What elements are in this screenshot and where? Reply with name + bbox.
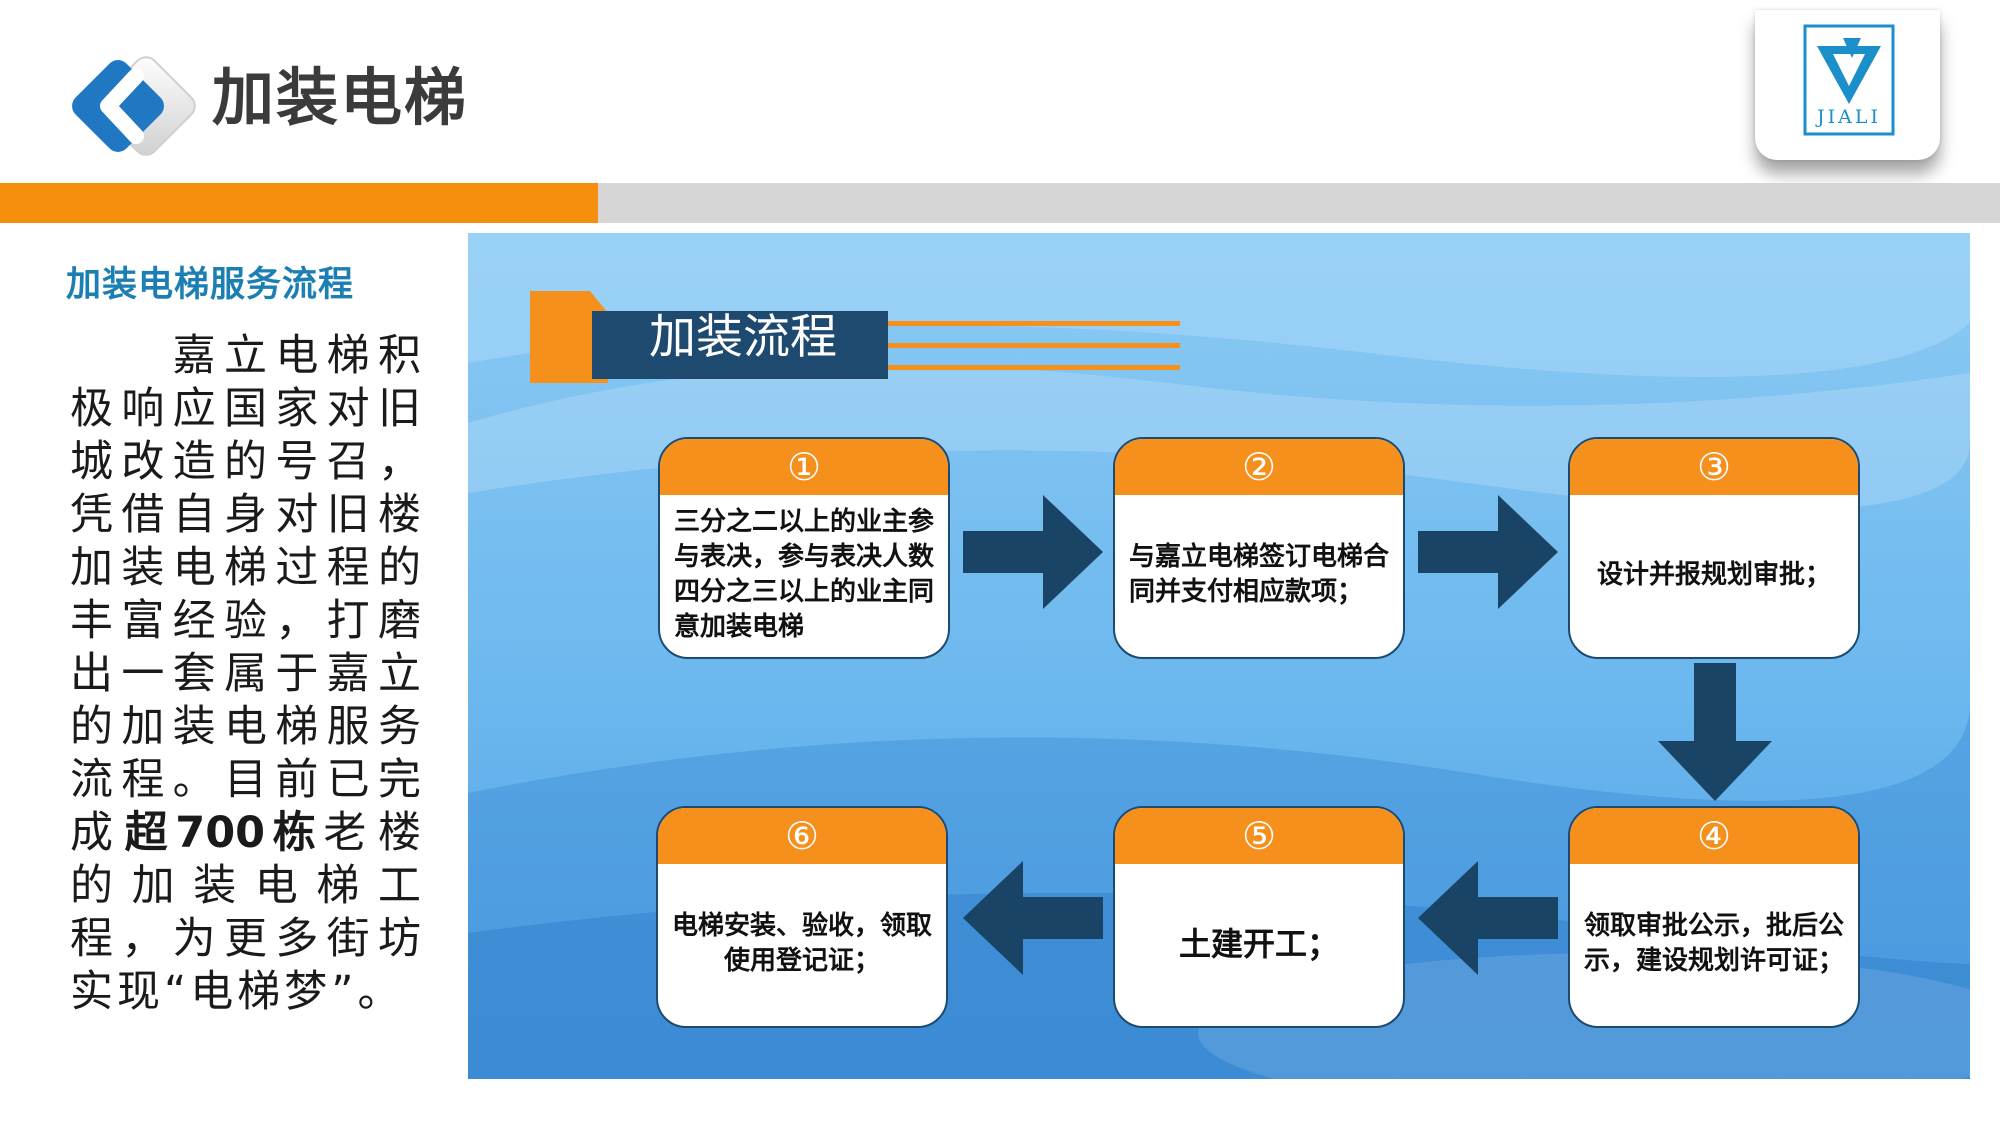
- step-2-text: 与嘉立电梯签订电梯合同并支付相应款项；: [1129, 542, 1390, 607]
- jiali-logo-icon: [1803, 24, 1895, 136]
- process-diagram: 加装流程 ① 三分之二以上的业主参与表决，参与表决人数四分之三以上的业主同意加装…: [468, 233, 1970, 1079]
- step-3-text: 设计并报规划审批；: [1596, 559, 1831, 590]
- step-5-text: 土建开工；: [1178, 924, 1339, 963]
- step-6-number: ⑥: [658, 808, 946, 864]
- intro-text-part1: 嘉立电梯积极响应国家对旧城改造的号召，凭借自身对旧楼加装电梯过程的丰富经验，打磨…: [70, 331, 425, 858]
- flow-title-tag: [530, 291, 1180, 383]
- company-logo: JIALI: [1755, 10, 1940, 160]
- step-6-text: 电梯安装、验收，领取使用登记证；: [672, 911, 933, 976]
- step-card-4: ④ 领取审批公示，批后公示，建设规划许可证；: [1568, 806, 1860, 1028]
- step-5-number: ⑤: [1115, 808, 1403, 864]
- step-4-text: 领取审批公示，批后公示，建设规划许可证；: [1584, 911, 1845, 976]
- intro-paragraph: 嘉立电梯积极响应国家对旧城改造的号召，凭借自身对旧楼加装电梯过程的丰富经验，打磨…: [70, 330, 425, 1019]
- step-card-2: ② 与嘉立电梯签订电梯合同并支付相应款项；: [1113, 437, 1405, 659]
- step-1-number: ①: [660, 439, 948, 495]
- step-2-number: ②: [1115, 439, 1403, 495]
- flow-title: 加装流程: [649, 310, 837, 365]
- step-card-6: ⑥ 电梯安装、验收，领取使用登记证；: [656, 806, 948, 1028]
- header-bar-accent: [0, 183, 598, 223]
- section-title: 加装电梯服务流程: [66, 265, 355, 305]
- step-card-5: ⑤ 土建开工；: [1113, 806, 1405, 1028]
- step-1-text: 三分之二以上的业主参与表决，参与表决人数四分之三以上的业主同意加装电梯: [674, 507, 935, 642]
- arrow-left-icon: [1418, 861, 1558, 975]
- arrow-down-icon: [1658, 663, 1772, 801]
- arrow-left-icon: [963, 861, 1103, 975]
- step-card-3: ③ 设计并报规划审批；: [1568, 437, 1860, 659]
- intro-highlight: 超700栋: [124, 808, 324, 858]
- step-card-1: ① 三分之二以上的业主参与表决，参与表决人数四分之三以上的业主同意加装电梯: [658, 437, 950, 659]
- page-title: 加装电梯: [212, 61, 469, 134]
- step-4-number: ④: [1570, 808, 1858, 864]
- logo-text: JIALI: [1817, 106, 1881, 128]
- step-3-number: ③: [1570, 439, 1858, 495]
- intro-text-part2: 老楼的加装电梯工程，为更多街坊实现“电梯梦”。: [70, 808, 426, 1017]
- arrow-right-icon: [1418, 495, 1558, 609]
- header-bar-track: [598, 183, 2000, 223]
- back-chevron-icon: [72, 56, 196, 156]
- arrow-right-icon: [963, 495, 1103, 609]
